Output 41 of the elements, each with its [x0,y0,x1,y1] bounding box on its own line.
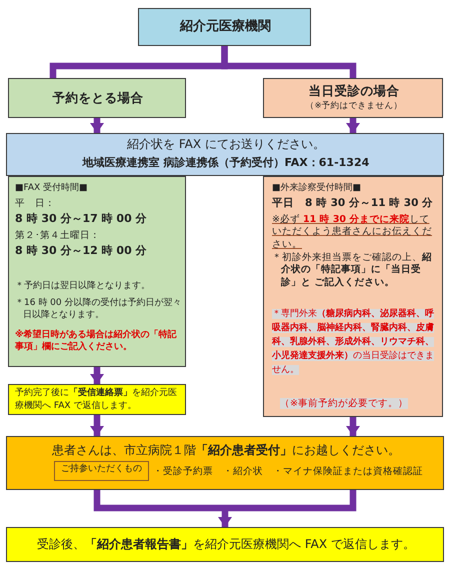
instruction-text: 紹介状を FAX にてお送りください。 [126,137,326,153]
source-box [138,8,311,46]
body-text: 平 日： [15,198,56,210]
box-heading: 紹介元医療機関 [178,19,272,36]
connector-line [221,46,356,78]
info-box [263,176,443,417]
arrow [346,118,360,133]
section-heading: ■FAX 受付時間■ [15,183,89,195]
time-text: 8 時 30 分～12 時 00 分 [15,244,148,258]
arrow [346,417,360,436]
time-text: 平日 8 時 30 分～11 時 30 分 [272,197,434,211]
instruction-text: 患者さんは、市立病院１階「紹介患者受付」にお越しください。 [51,443,401,459]
report-box [6,527,444,562]
label-box [54,461,149,481]
arrow [90,415,104,436]
reception-box [6,436,444,490]
fax-box [6,133,444,176]
item-list: ・受診予約票 ・紹介状 ・マイナ保険証または資格確認証 [153,466,443,478]
note-text: （※予約はできません） [304,101,404,112]
box-heading: 予約をとる場合 [52,90,144,106]
contact-text: 地域医療連携室 病診連携係（予約受付）FAX：61-1324 [81,156,370,170]
warning-text: ※希望日時がある場合は紹介状の「特記事項」欄にご記入ください。 [15,330,178,354]
arrow [90,118,104,133]
instruction-text: 受診後、「紹介患者報告書」を紹介元医療機関へ FAX で返信します。 [36,537,416,553]
info-box [8,176,186,367]
section-heading: ■外来診察受付時間■ [272,183,362,195]
body-text: 第２･第４土曜日： [15,230,101,242]
box-heading: 当日受診の場合 [308,83,400,100]
restriction-text: ＊専門外来（糖尿病内科、泌尿器科、呼吸器内科、脳神経内科、腎臓内科、皮膚科、乳腺外科、形成外科、リウマチ科、小児発達支援外来）の当日受診はできません。 [272,308,435,377]
note-text: （※事前予約が必要です。） [279,398,409,410]
time-text: 8 時 30 分～17 時 00 分 [15,212,148,226]
note-text: ＊初診外来担当票をご確認の上、紹介状の「特記事項」に「当日受診」と ご記入ください。 [272,252,433,290]
arrow [90,367,104,384]
note-text: ＊16 時 00 分以降の受付は予約日が翌々日以降となります。 [15,298,182,322]
label-text: ご持参いただくもの [60,464,143,476]
warning-text: ※必ず 11 時 30 分までに来院していただくよう患者さんにお伝えください。 [272,214,433,252]
case-box [8,78,186,118]
note-text: ＊予約日は翌日以降となります。 [15,281,151,293]
case-box [263,78,443,118]
reply-box [8,384,186,415]
instruction-text: 予約完了後に「受信連絡票」を紹介元医療機関へ FAX で返信します。 [15,387,178,414]
